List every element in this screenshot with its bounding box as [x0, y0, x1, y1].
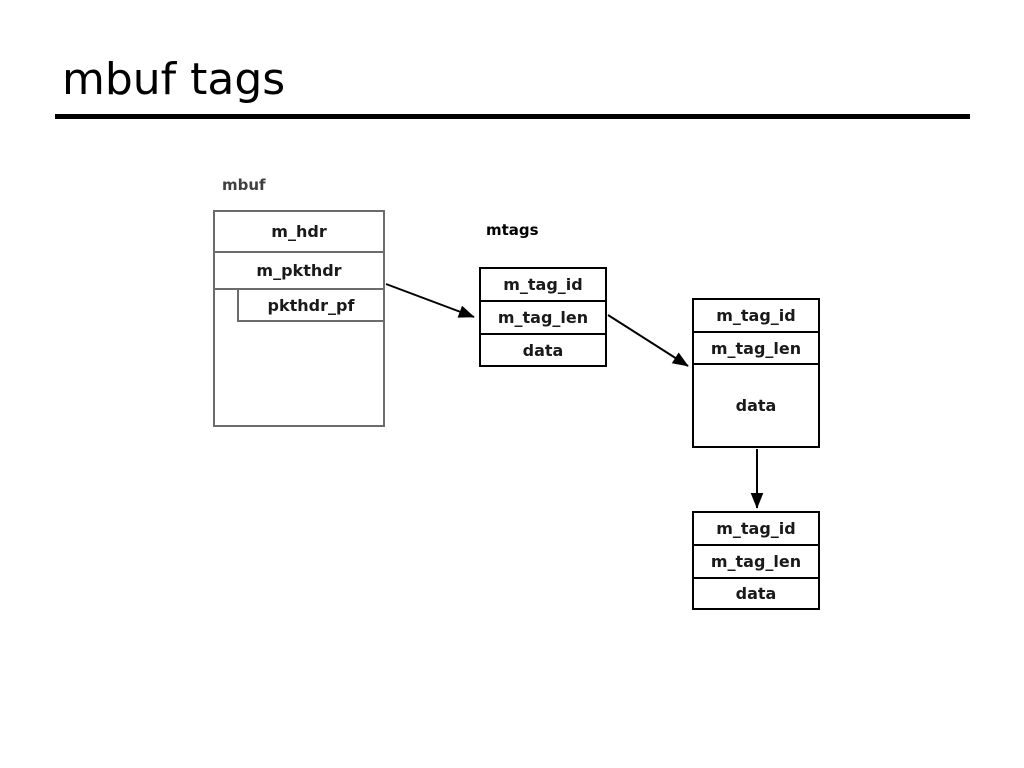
- arrow-mtag1-to-mtag2: [607, 314, 689, 367]
- title-divider: [55, 114, 970, 119]
- mtag3-row-m-tag-id: m_tag_id: [694, 513, 818, 546]
- mtag-node-3: m_tag_id m_tag_len data: [692, 511, 820, 610]
- mtag1-row-data: data: [522, 340, 564, 360]
- mtag2-row-m-tag-len: m_tag_len: [694, 333, 818, 365]
- mtag3-row-data: data: [735, 584, 777, 603]
- page-title: mbuf tags: [62, 54, 286, 105]
- mtag3-row-m-tag-len: m_tag_len: [694, 546, 818, 579]
- mbuf-label: mbuf: [222, 176, 266, 194]
- mbuf-row-m-hdr: m_hdr: [215, 212, 383, 253]
- arrow-mbuf-to-mtag1: [385, 283, 475, 318]
- mtag1-row-m-tag-id: m_tag_id: [481, 269, 605, 302]
- mtag1-row-m-tag-len: m_tag_len: [481, 302, 605, 335]
- mtag2-row-m-tag-id: m_tag_id: [694, 300, 818, 333]
- mtag-node-2: m_tag_id m_tag_len data: [692, 298, 820, 448]
- mtags-label: mtags: [486, 221, 539, 239]
- mbuf-nested-pkthdr-pf-box: pkthdr_pf: [237, 288, 385, 322]
- mbuf-row-m-pkthdr: m_pkthdr: [215, 253, 383, 290]
- mtag-node-1: m_tag_id m_tag_len data: [479, 267, 607, 367]
- mtag2-row-data: data: [735, 396, 777, 415]
